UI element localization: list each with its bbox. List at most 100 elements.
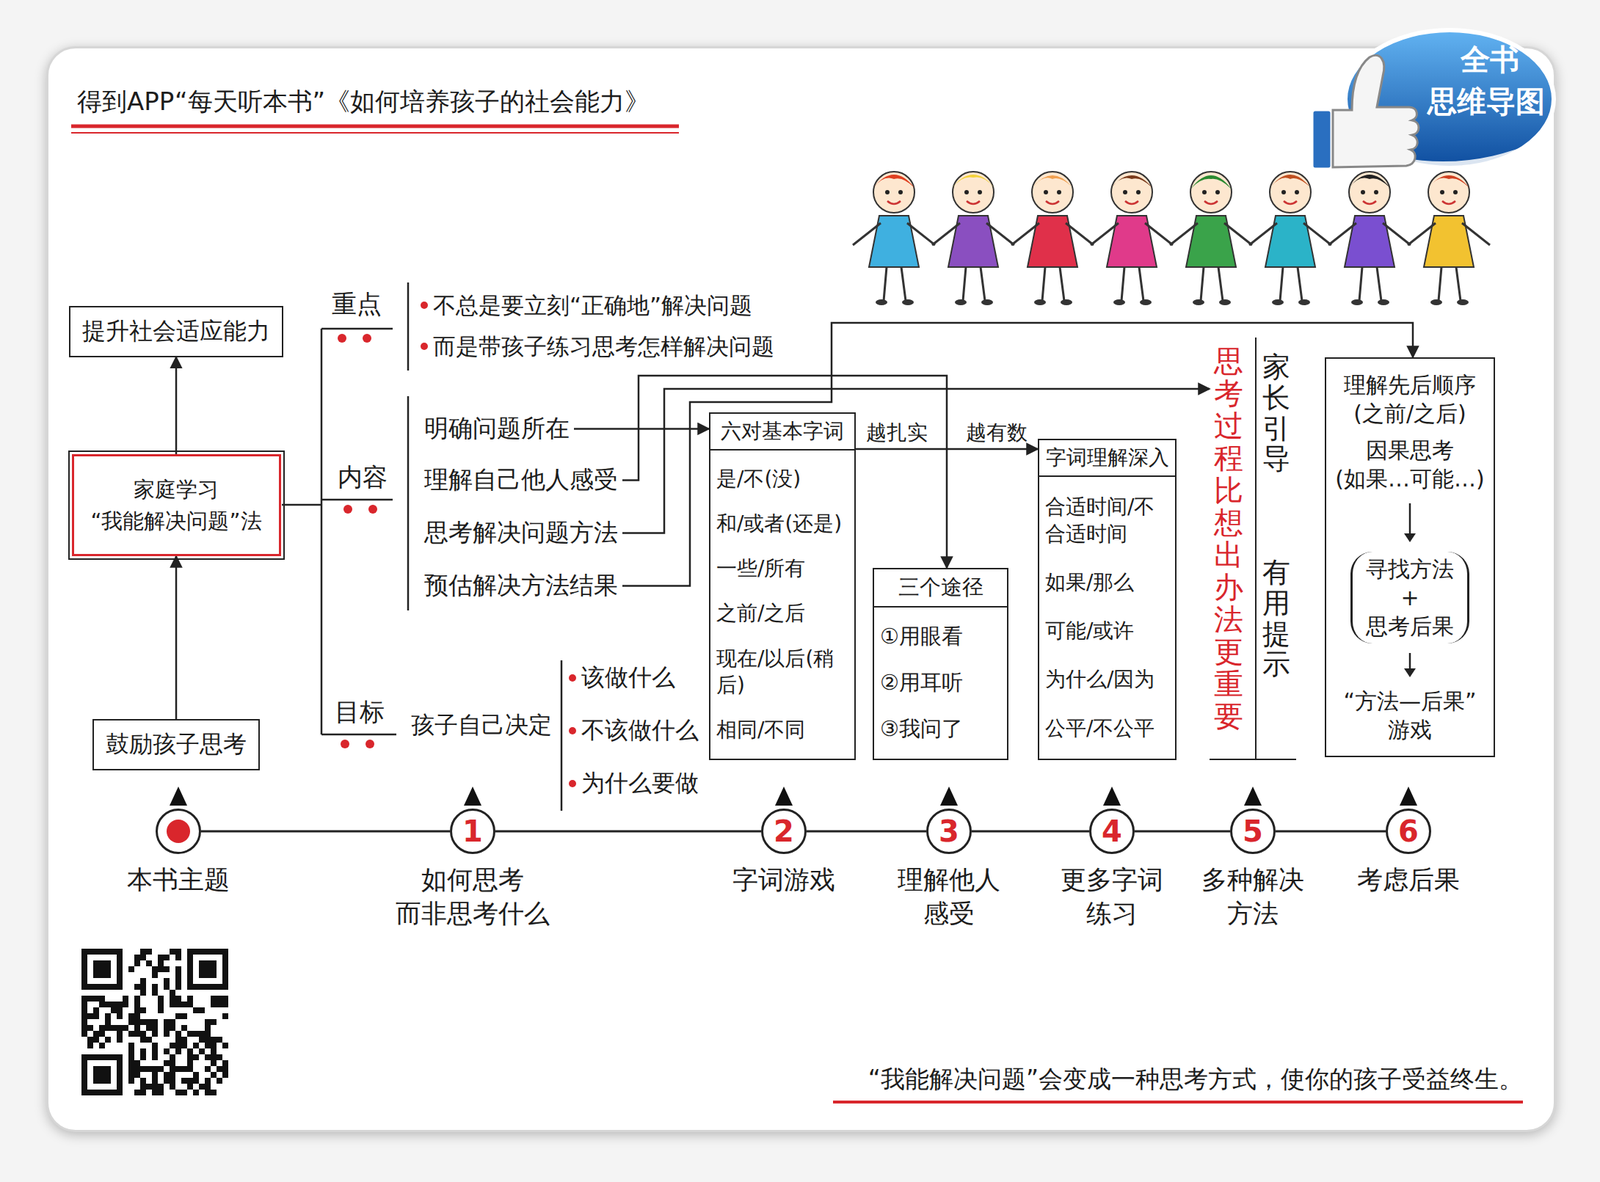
callout-number: 2 xyxy=(763,811,805,853)
item-text: 理解自己他人感受 xyxy=(424,464,618,497)
decor-shape xyxy=(1244,786,1262,806)
list-item: 一些/所有 xyxy=(716,555,849,583)
decor-shape xyxy=(321,733,397,737)
vertical-text: 家长引导 xyxy=(1262,352,1291,475)
timeline-label: 考虑后果 xyxy=(1357,863,1460,898)
decor-shape xyxy=(1399,786,1418,806)
content-item: 预估解决方法结果 xyxy=(419,568,623,605)
decor-shape xyxy=(1312,55,1419,169)
decor-shape xyxy=(568,674,577,682)
sequence-text: 因果思考 (如果…可能…) xyxy=(1332,435,1488,494)
connector xyxy=(201,830,450,834)
timeline-circle: 5多种解决 方法 xyxy=(1230,808,1276,855)
box-text: 家庭学习 “我能解决问题”法 xyxy=(82,474,271,536)
decor-shape xyxy=(1344,215,1395,268)
callout-number: 5 xyxy=(1232,811,1274,853)
caption: “我能解决问题”会变成一种思考方式，使你的孩子受益终生。 xyxy=(868,1064,1523,1096)
sequence-text: “方法—后果” 游戏 xyxy=(1332,686,1488,745)
caption-underline xyxy=(833,1100,1523,1104)
decor-shape xyxy=(1249,171,1332,306)
connector xyxy=(175,556,178,720)
bullet-text: 为什么要做 xyxy=(581,768,699,800)
decor-shape xyxy=(362,333,372,343)
sequence-box: 理解先后顺序 (之前/之后)因果思考 (如果…可能…)寻找方法 + 思考后果“方… xyxy=(1324,357,1496,758)
word-list-box: 六对基本字词是/不(没)和/或者(还是)一些/所有之前/之后现在/以后(稍后)相… xyxy=(708,412,856,761)
bullet-text: 而是带孩子练习思考怎样解决问题 xyxy=(433,331,775,362)
timeline-circle: 4更多字词 练习 xyxy=(1089,808,1135,855)
box-text: 提升社会适应能力 xyxy=(82,316,271,348)
connector xyxy=(971,830,1090,834)
badge-text: 全书 xyxy=(1460,40,1520,79)
badge xyxy=(1312,30,1554,169)
vertical-note: 思考过程比想出办法更重要家长引导有用提示 xyxy=(1209,337,1297,761)
bullet-text: 不总是要立刻“正确地”解决问题 xyxy=(433,290,753,320)
decor-shape xyxy=(169,786,188,806)
list-item: 之前/之后 xyxy=(716,600,849,627)
decor-shape xyxy=(320,328,323,735)
decor-shape xyxy=(343,504,353,514)
goal-box: 提升社会适应能力 xyxy=(68,306,284,358)
timeline-label: 字词游戏 xyxy=(732,863,836,898)
connector xyxy=(1134,830,1231,834)
badge-text: 思维导图 xyxy=(1427,82,1545,121)
section-label: 内容 xyxy=(337,460,388,494)
arrow-head xyxy=(1404,533,1416,543)
connector xyxy=(175,357,178,455)
decor-shape xyxy=(1106,215,1157,268)
timeline-label: 理解他人 感受 xyxy=(897,863,1001,931)
connector xyxy=(806,830,927,834)
word-list-box: 字词理解深入合适时间/不合适时间如果/那么可能/或许为什么/因为公平/不公平 xyxy=(1037,438,1177,761)
decor-shape xyxy=(1428,175,1470,188)
timeline-label: 多种解决 方法 xyxy=(1201,863,1305,931)
decor-shape xyxy=(1312,110,1332,169)
connector xyxy=(495,830,762,834)
decor-shape xyxy=(1033,175,1072,187)
decor-shape xyxy=(1111,175,1153,188)
decor-shape xyxy=(873,174,915,188)
connector xyxy=(1275,830,1386,834)
decor-shape xyxy=(1407,171,1490,306)
decor-shape xyxy=(568,727,577,735)
decor-shape xyxy=(340,739,350,749)
vertical-text: 有用提示 xyxy=(1262,557,1291,681)
qr-modules xyxy=(81,948,229,1096)
box-body: 是/不(没)和/或者(还是)一些/所有之前/之后现在/以后(稍后)相同/不同 xyxy=(710,450,855,759)
decor-shape xyxy=(365,739,375,749)
decor-shape xyxy=(1011,171,1094,306)
title-underline xyxy=(71,132,679,134)
goal-text: 孩子自己决定 xyxy=(411,710,552,742)
decor-shape xyxy=(407,396,410,611)
decor-shape xyxy=(1090,171,1173,306)
list-item: 合适时间/不合适时间 xyxy=(1045,493,1170,548)
decor-shape xyxy=(1328,171,1411,306)
down-arrow xyxy=(1401,651,1419,679)
timeline-circle: 1如何思考 而非思考什么 xyxy=(449,808,496,855)
arrow-head xyxy=(1404,668,1416,678)
decor-shape xyxy=(1249,171,1332,306)
list-item: 如果/那么 xyxy=(1045,569,1170,596)
down-arrow xyxy=(1401,502,1419,544)
decor-shape xyxy=(1011,171,1094,306)
decor-shape xyxy=(932,171,1015,306)
list-item: 可能/或许 xyxy=(1045,617,1170,645)
decor-shape xyxy=(1271,174,1310,187)
section-label: 重点 xyxy=(331,287,382,320)
decor-shape xyxy=(368,504,378,514)
timeline-circle: 2字词游戏 xyxy=(761,808,807,855)
decor-shape xyxy=(1332,55,1419,168)
kids-illustration xyxy=(852,171,1490,306)
decor-shape xyxy=(568,780,577,788)
decor-shape xyxy=(949,174,997,191)
box-heading: 字词理解深入 xyxy=(1039,440,1176,478)
red-dot xyxy=(166,819,191,844)
decor-shape xyxy=(932,171,1015,306)
item-text: 预估解决方法结果 xyxy=(424,570,618,602)
bullet-text: 不该做什么 xyxy=(581,715,699,747)
decor-shape xyxy=(281,504,322,507)
decor-shape xyxy=(868,215,919,268)
word-list-box: 三个途径①用眼看②用耳听③我问了 xyxy=(872,568,1009,761)
timeline-circle: 6考虑后果 xyxy=(1385,808,1432,855)
vertical-text: 思考过程比想出办法更重要 xyxy=(1213,344,1244,733)
